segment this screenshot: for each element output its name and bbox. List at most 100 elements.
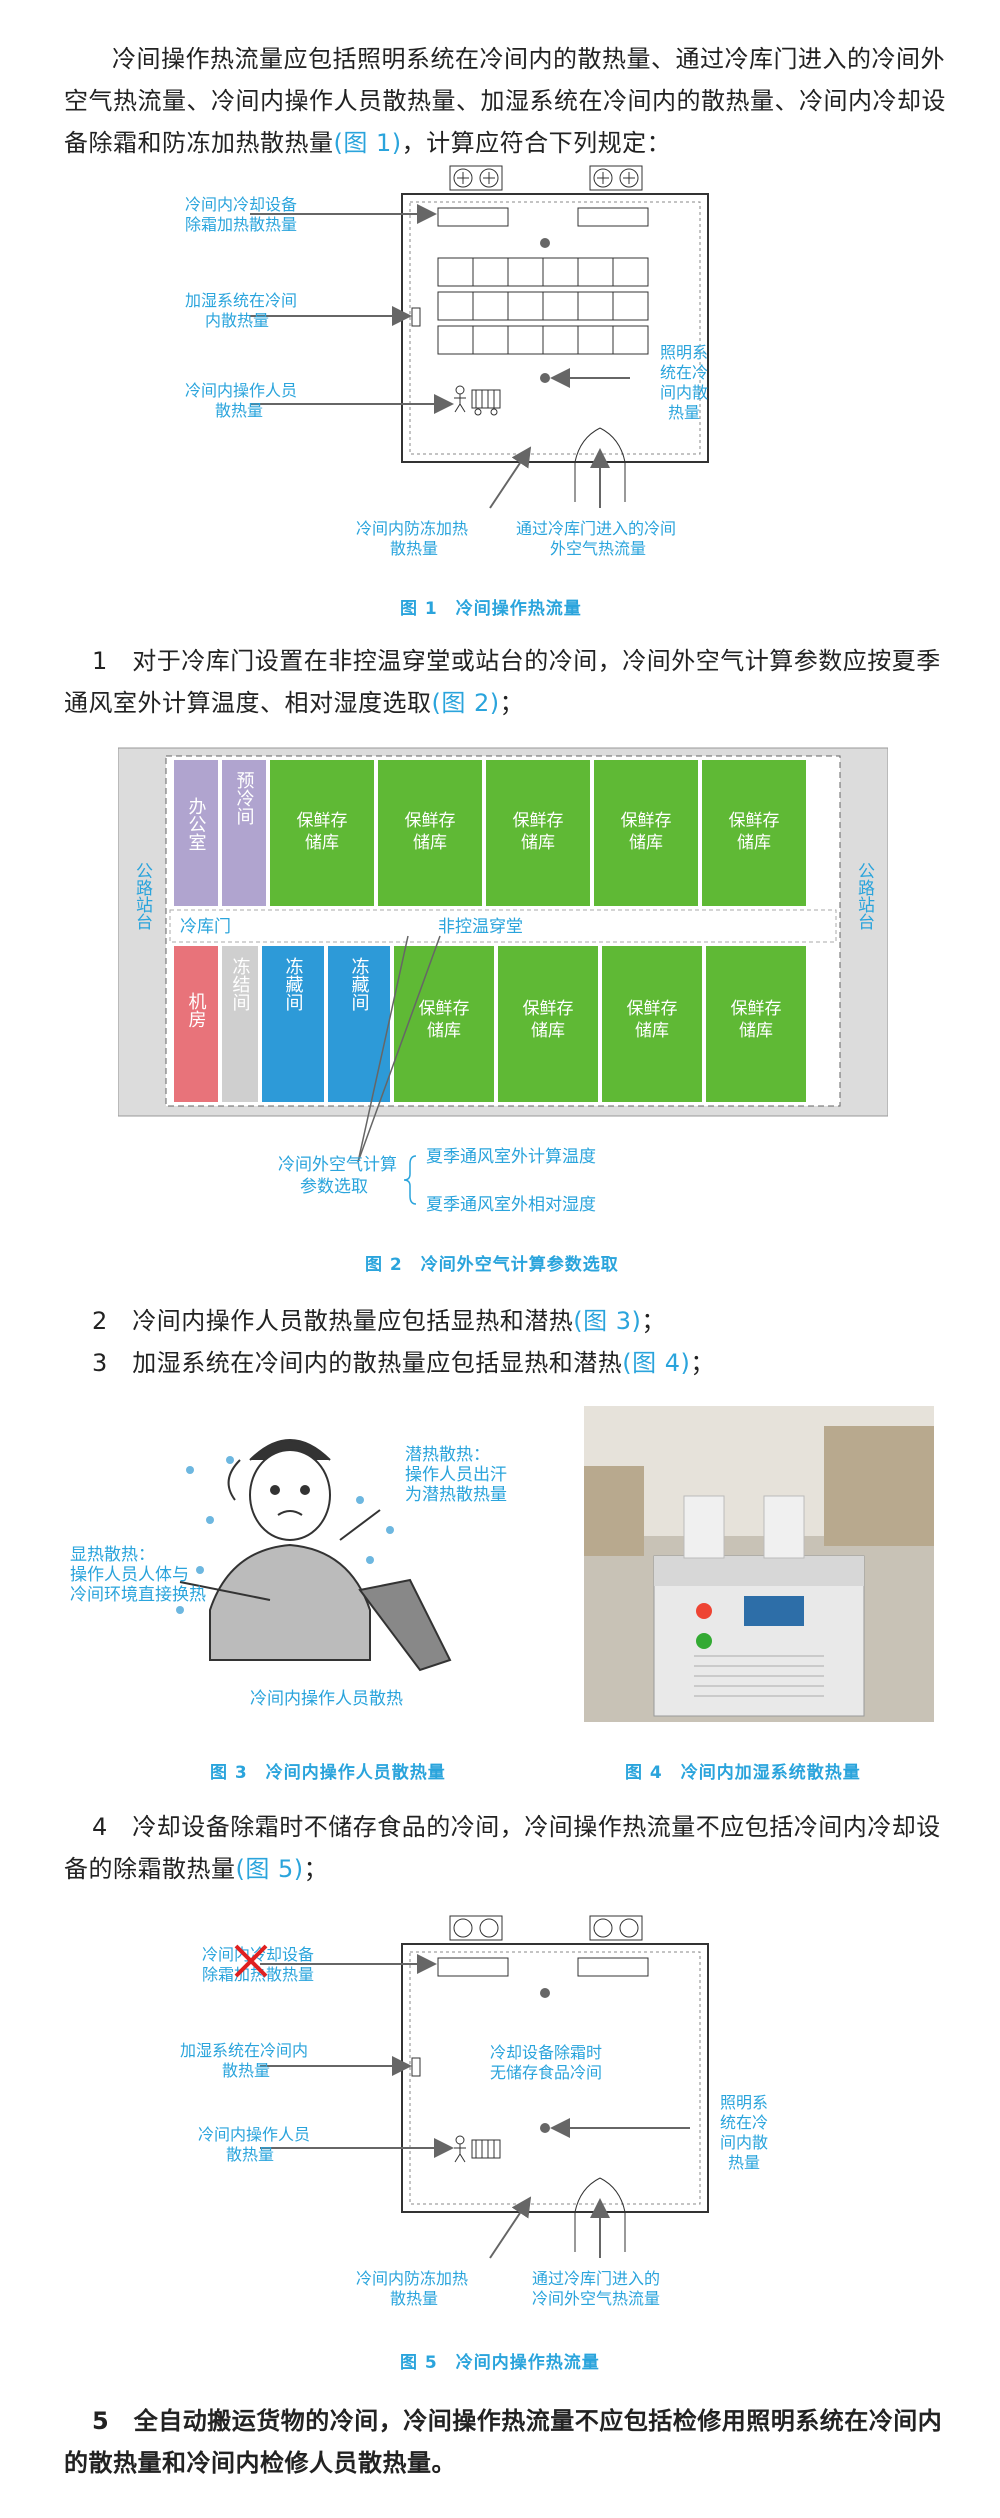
- svg-text:储库: 储库: [629, 833, 663, 853]
- station-label-right: 公路站台: [854, 862, 875, 930]
- paragraph-2-text: 2 冷间内操作人员散热量应包括显热和潜热: [92, 1307, 574, 1335]
- figure-3-caption: 图 3 冷间内操作人员散热量: [210, 1763, 446, 1783]
- label-antifreeze: 冷间内防冻加热: [356, 2269, 468, 2288]
- room-office-label: 办公室: [186, 797, 207, 851]
- svg-text:保鲜存: 保鲜存: [621, 811, 672, 831]
- option-temperature: 夏季通风室外计算温度: [426, 1147, 596, 1167]
- label-lighting: 热量: [668, 403, 700, 422]
- label-humidifier: 散热量: [222, 2061, 270, 2080]
- label-sensible: 冷间环境直接换热: [70, 1585, 206, 1605]
- sweat-drops: [176, 1456, 394, 1614]
- corridor: [169, 909, 837, 943]
- lamp-icon: [540, 238, 550, 248]
- svg-text:保鲜存: 保鲜存: [627, 999, 678, 1019]
- label-person: 冷间内操作人员: [185, 381, 297, 400]
- svg-text:储库: 储库: [635, 1021, 669, 1041]
- figure-5-diagram: 冷间内冷却设备 除霜加热散热量 加湿系统在冷间内 散热量 冷却设备除霜时 无储存…: [180, 1915, 768, 2308]
- cold-room-door: [574, 427, 626, 502]
- svg-text:储库: 储库: [521, 833, 555, 853]
- svg-text:储库: 储库: [737, 833, 771, 853]
- crossed-out-icon: [234, 1944, 268, 1978]
- label-person: 散热量: [226, 2145, 274, 2164]
- label-latent: 潜热散热：: [405, 1445, 490, 1465]
- humidifier-photo: [584, 1406, 934, 1722]
- room-freezing: 冻结间: [222, 946, 258, 1102]
- room-precooling-label: 预冷间: [234, 771, 255, 825]
- cooler-unit: [577, 1957, 649, 1977]
- room-frozen-label: 冻藏间: [283, 957, 304, 1011]
- figure-5-caption: 图 5 冷间内操作热流量: [400, 2353, 600, 2373]
- lamp-icon: [540, 2123, 550, 2133]
- svg-text:储库: 储库: [531, 1021, 565, 1041]
- label-sensible: 显热散热：: [70, 1545, 155, 1565]
- room-machine: 机房: [174, 946, 218, 1102]
- humidifier-icon: [411, 307, 421, 327]
- label-door-air: 通过冷库门进入的: [532, 2269, 660, 2288]
- label-lighting: 间内散: [660, 383, 708, 402]
- fan-icon: [449, 165, 503, 191]
- corridor-label: 非控温穿堂: [438, 917, 523, 937]
- fig4-reference: (图 4): [622, 1349, 691, 1377]
- insulation-layer: [409, 201, 701, 455]
- vent-grille: [694, 1655, 824, 1697]
- label-lighting: 热量: [728, 2153, 760, 2172]
- svg-text:储库: 储库: [427, 1021, 461, 1041]
- room-machine-label: 机房: [186, 992, 207, 1028]
- storage-racks: [437, 257, 649, 355]
- worker-icon: [454, 2135, 466, 2163]
- label-door-air: 外空气热流量: [550, 539, 646, 558]
- label-center: 冷却设备除霜时: [490, 2043, 602, 2062]
- paragraph-3-end: ；: [690, 1349, 715, 1377]
- label-sensible: 操作人员人体与: [70, 1565, 189, 1585]
- brace: [403, 1155, 417, 1205]
- fig5-reference: (图 5): [235, 1855, 304, 1883]
- label-humidifier: 内散热量: [205, 311, 269, 330]
- paragraph-3: 3 加湿系统在冷间内的散热量应包括显热和潜热(图 4)；: [64, 1342, 954, 1384]
- label-antifreeze: 散热量: [390, 2289, 438, 2308]
- room-office: 办公室: [174, 760, 218, 906]
- label-humidifier: 加湿系统在冷间内: [180, 2041, 308, 2060]
- figure-2-caption: 图 2 冷间外空气计算参数选取: [365, 1255, 619, 1275]
- fan-icon: [589, 165, 643, 191]
- label-bottom: 冷间内操作人员散热: [250, 1689, 403, 1709]
- label-lighting: 统在冷: [720, 2113, 768, 2132]
- cooler-unit: [577, 207, 649, 227]
- paragraph-1: 1 对于冷库门设置在非控温穿堂或站台的冷间，冷间外空气计算参数应按夏季通风室外计…: [64, 640, 954, 724]
- label-latent: 为潜热散热量: [405, 1485, 507, 1505]
- figure-4-caption: 图 4 冷间内加湿系统散热量: [625, 1763, 861, 1783]
- label-door-air: 冷间外空气热流量: [532, 2289, 660, 2308]
- svg-text:保鲜存: 保鲜存: [513, 811, 564, 831]
- param-label: 冷间外空气计算: [278, 1155, 397, 1175]
- intro-text: 冷间操作热流量应包括照明系统在冷间内的散热量、通过冷库门进入的冷间外空气热流量、…: [64, 45, 946, 157]
- room-frozen-storage: 冻藏间: [262, 946, 324, 1102]
- intro-paragraph: 冷间操作热流量应包括照明系统在冷间内的散热量、通过冷库门进入的冷间外空气热流量、…: [64, 38, 954, 164]
- paragraph-2: 2 冷间内操作人员散热量应包括显热和潜热(图 3)；: [64, 1300, 954, 1342]
- paragraph-4: 4 冷却设备除霜时不储存食品的冷间，冷间操作热流量不应包括冷间内冷却设备的除霜散…: [64, 1806, 954, 1890]
- param-label: 参数选取: [300, 1177, 368, 1197]
- arrow-antifreeze: [489, 446, 532, 509]
- paragraph-2-end: ；: [641, 1307, 666, 1335]
- pointer-line: [339, 1509, 381, 1541]
- sweating-worker-icon: [209, 1439, 452, 1672]
- paragraph-4-end: ；: [303, 1855, 329, 1883]
- station-label-left: 公路站台: [132, 862, 153, 930]
- label-latent: 操作人员出汗: [405, 1465, 507, 1485]
- svg-text:保鲜存: 保鲜存: [297, 811, 348, 831]
- label-person: 散热量: [215, 401, 263, 420]
- svg-text:储库: 储库: [305, 833, 339, 853]
- label-lighting: 统在冷: [660, 363, 708, 382]
- fig1-reference: (图 1): [333, 129, 402, 157]
- label-antifreeze: 散热量: [390, 539, 438, 558]
- svg-text:保鲜存: 保鲜存: [419, 999, 470, 1019]
- label-lighting: 照明系: [720, 2093, 768, 2112]
- svg-text:保鲜存: 保鲜存: [729, 811, 780, 831]
- cooler-unit: [437, 1957, 509, 1977]
- lamp-icon: [540, 373, 550, 383]
